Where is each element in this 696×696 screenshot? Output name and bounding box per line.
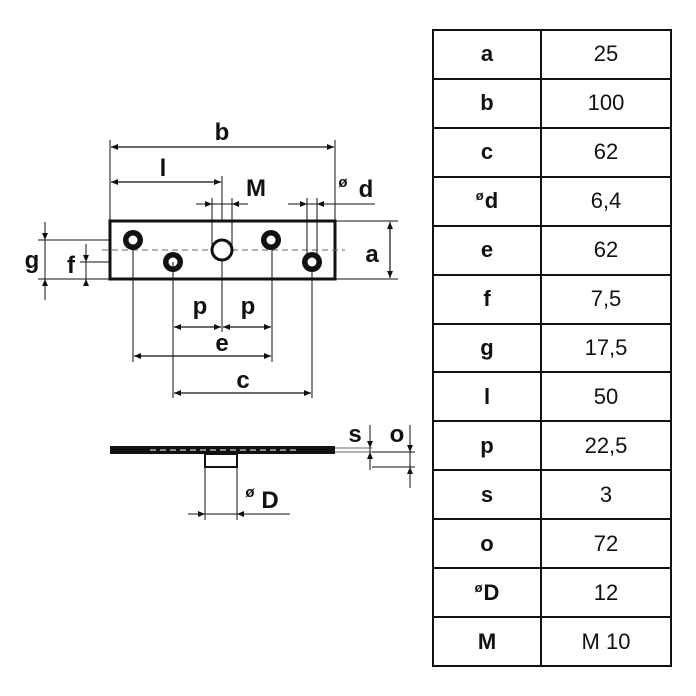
technical-drawing: b l M ø d a g f bbox=[25, 119, 415, 520]
table-row: b 100 bbox=[432, 77, 672, 129]
dimension-value: 100 bbox=[540, 77, 672, 129]
label-b: b bbox=[215, 119, 230, 146]
dimension-key-label: d bbox=[484, 188, 499, 214]
dimension-key-label: g bbox=[480, 334, 494, 360]
dimension-value: 62 bbox=[540, 224, 672, 276]
dimension-key: ød bbox=[432, 175, 542, 227]
dimension-key: c bbox=[432, 126, 542, 178]
diameter-symbol: ø bbox=[474, 579, 483, 595]
table-row: a 25 bbox=[432, 29, 672, 80]
table-row: e 62 bbox=[432, 224, 672, 276]
dimension-value: 17,5 bbox=[540, 322, 672, 374]
dimension-value: 25 bbox=[540, 29, 672, 80]
label-f: f bbox=[67, 252, 76, 279]
dimension-key-label: s bbox=[480, 481, 494, 507]
label-a: a bbox=[365, 241, 379, 268]
dimension-key: g bbox=[432, 322, 542, 374]
label-p-left: p bbox=[193, 293, 208, 320]
label-M: M bbox=[246, 175, 266, 202]
label-e: e bbox=[215, 330, 228, 357]
dimension-key-label: b bbox=[480, 90, 494, 116]
side-view: s o ø D bbox=[110, 421, 415, 520]
table-row: f 7,5 bbox=[432, 273, 672, 325]
label-g: g bbox=[25, 247, 40, 274]
dimension-key: a bbox=[432, 29, 542, 80]
dimension-key: p bbox=[432, 420, 542, 472]
top-view: b l M ø d a g f bbox=[25, 119, 398, 398]
table-row: o 72 bbox=[432, 518, 672, 570]
dimension-value: 22,5 bbox=[540, 420, 672, 472]
center-thread-hole bbox=[210, 238, 234, 262]
label-l: l bbox=[160, 155, 167, 182]
dimension-key: o bbox=[432, 518, 542, 570]
table-row: c 62 bbox=[432, 126, 672, 178]
dimension-key: e bbox=[432, 224, 542, 276]
diameter-symbol-D: ø bbox=[245, 484, 255, 501]
label-o: o bbox=[390, 421, 405, 448]
label-c: c bbox=[236, 367, 249, 394]
diameter-symbol: ø bbox=[475, 188, 484, 204]
dimension-key-label: o bbox=[480, 530, 494, 556]
label-s: s bbox=[348, 421, 361, 448]
table-row: g 17,5 bbox=[432, 322, 672, 374]
dimension-value: 72 bbox=[540, 518, 672, 570]
dimension-key: f bbox=[432, 273, 542, 325]
diameter-symbol-d: ø bbox=[338, 174, 348, 191]
dimension-key: M bbox=[432, 616, 542, 667]
dimension-key-label: p bbox=[480, 432, 494, 458]
dimension-value: 50 bbox=[540, 371, 672, 423]
dimension-value: 3 bbox=[540, 469, 672, 521]
dimension-key-label: M bbox=[477, 628, 497, 654]
side-boss bbox=[204, 453, 238, 468]
dimension-value: M 10 bbox=[540, 616, 672, 667]
dimension-key-label: D bbox=[483, 579, 500, 605]
dimension-key: b bbox=[432, 77, 542, 129]
dimension-key-label: e bbox=[480, 237, 494, 263]
table-row: p 22,5 bbox=[432, 420, 672, 472]
dimension-key: øD bbox=[432, 567, 542, 619]
label-D: D bbox=[261, 487, 278, 514]
label-p-right: p bbox=[241, 293, 256, 320]
dimension-key-label: l bbox=[483, 383, 491, 409]
dimension-key-label: a bbox=[480, 41, 494, 67]
dimension-key-label: f bbox=[483, 286, 491, 312]
table-row: M M 10 bbox=[432, 616, 672, 667]
dimension-value: 6,4 bbox=[540, 175, 672, 227]
dimension-value: 7,5 bbox=[540, 273, 672, 325]
label-d: d bbox=[359, 176, 374, 203]
dimension-value: 12 bbox=[540, 567, 672, 619]
dimension-key: l bbox=[432, 371, 542, 423]
dimension-value: 62 bbox=[540, 126, 672, 178]
dimension-key: s bbox=[432, 469, 542, 521]
table-row: l 50 bbox=[432, 371, 672, 423]
dimension-key-label: c bbox=[480, 139, 494, 165]
